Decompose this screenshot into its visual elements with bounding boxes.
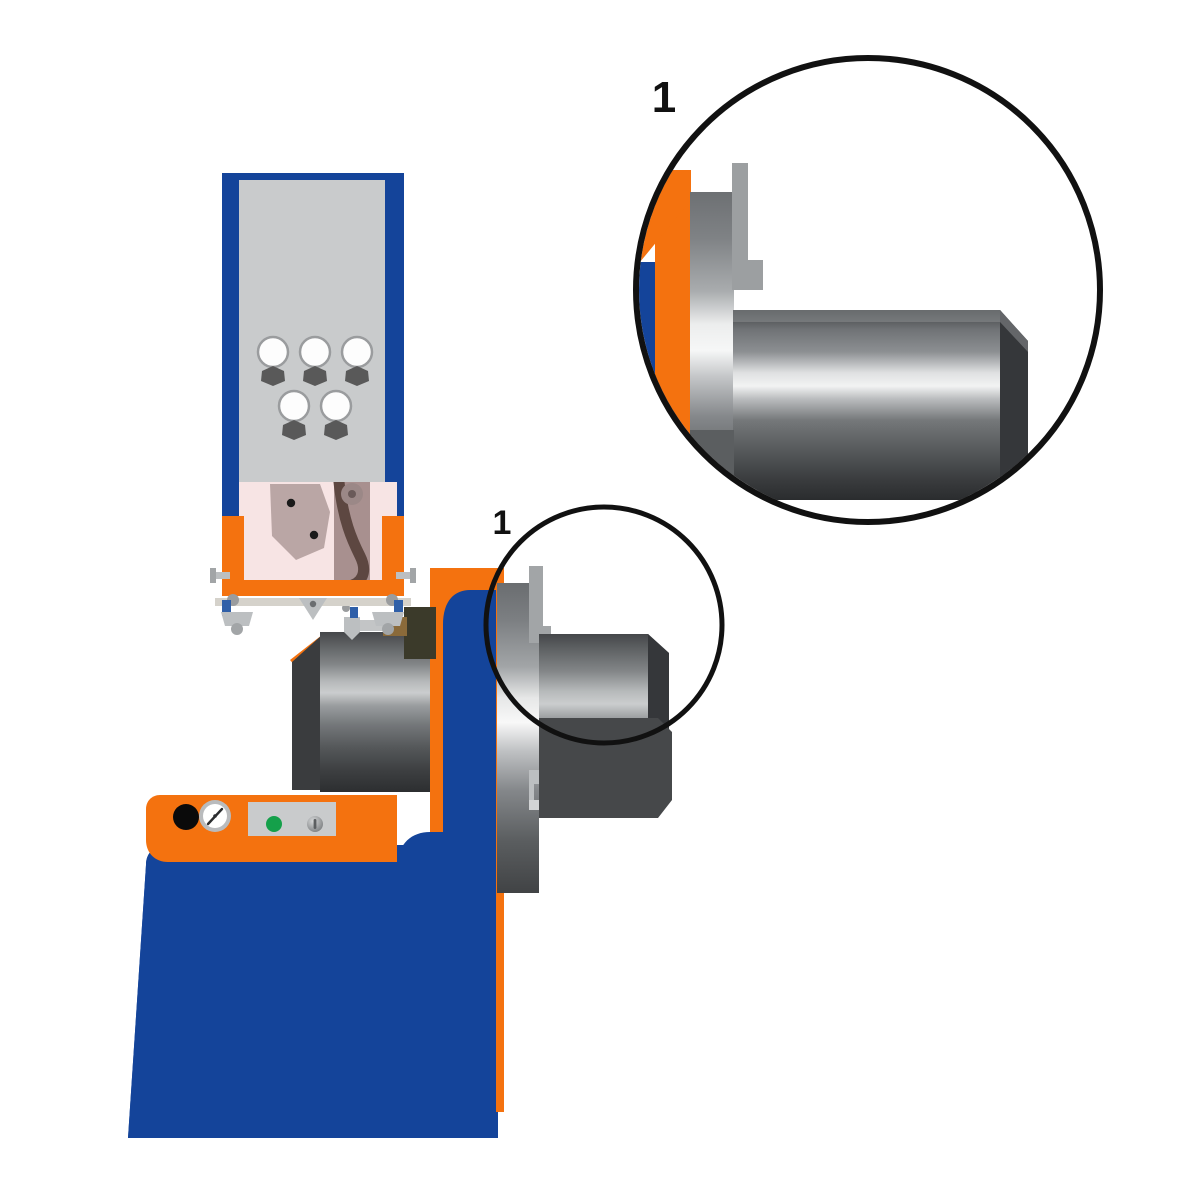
upper-guard-panel-group — [210, 173, 416, 635]
control-panel-group[interactable] — [146, 795, 397, 862]
panel-clamp-foot-left — [221, 594, 253, 635]
headstock-blue-riser — [398, 590, 496, 1112]
detail-key-tab — [732, 163, 763, 290]
tool-holder-pin — [350, 607, 358, 618]
bolt-hole-4 — [277, 389, 311, 423]
hex-nut-5-icon — [324, 420, 348, 440]
selector-knob-icon[interactable] — [173, 804, 199, 830]
interior-pivot-dot-2-icon — [309, 530, 319, 540]
gauge-hub — [213, 814, 217, 818]
interior-pivot-dot-1-icon — [286, 498, 296, 508]
tool-holder-bracket — [344, 617, 360, 640]
detail-nose-cylinder — [733, 310, 1028, 500]
interior-pulley-hub-icon — [348, 490, 356, 498]
spindle-key-tab-upper — [529, 566, 551, 643]
panel-center-pointer-dot-icon — [309, 600, 317, 608]
spindle-rear-ring — [539, 718, 672, 818]
spindle-key-tab-lower-2 — [529, 800, 541, 810]
upper-panel-fastener-grid — [256, 335, 374, 440]
spindle-assembly-group — [290, 566, 672, 1112]
hex-nut-1-icon — [261, 366, 285, 386]
panel-clamp-foot-right — [372, 594, 404, 635]
tool-holder-block — [404, 607, 436, 659]
bolt-hole-2 — [298, 335, 332, 369]
panel-side-stud-left — [210, 568, 230, 583]
upper-panel-left-rail-blue — [222, 173, 244, 516]
upper-panel-face-plate — [239, 180, 385, 485]
upper-panel-bottom-frame-orange — [222, 580, 404, 596]
upper-panel-top-cap-blue — [222, 173, 404, 183]
hex-nut-2-icon — [303, 366, 327, 386]
detail-nose-top-edge-highlight — [733, 310, 1028, 352]
interior-cam-body — [270, 484, 330, 560]
pressure-gauge[interactable] — [199, 800, 231, 832]
hex-nut-4-icon — [282, 420, 306, 440]
left-cylinder-rear-face — [292, 635, 322, 790]
callout-1-source-circle — [483, 504, 725, 746]
machine-base-left-edge-highlight — [128, 845, 186, 1138]
callout-1-source: 1 — [483, 504, 725, 746]
callout-1-source-label: 1 — [493, 504, 512, 542]
bolt-hole-3 — [340, 335, 374, 369]
panel-side-stud-right — [396, 568, 416, 583]
headstock-column-top-chamfer — [430, 568, 504, 588]
bolt-hole-1 — [256, 335, 290, 369]
panel-center-pointer-icon — [299, 598, 327, 620]
detail-view-1-label: 1 — [652, 73, 676, 122]
tool-holder-shank — [357, 620, 385, 631]
detail-nose-chamfer — [1000, 310, 1028, 500]
detail-view-1-circle — [633, 55, 1103, 525]
indicator-plate — [248, 802, 336, 836]
status-light-off-slot — [313, 819, 317, 829]
bolt-hole-5 — [319, 389, 353, 423]
upper-panel-right-rail-blue — [382, 173, 404, 516]
upper-panel-interior — [239, 482, 397, 592]
status-light-run-icon[interactable] — [266, 816, 282, 832]
hex-nut-3-icon — [345, 366, 369, 386]
